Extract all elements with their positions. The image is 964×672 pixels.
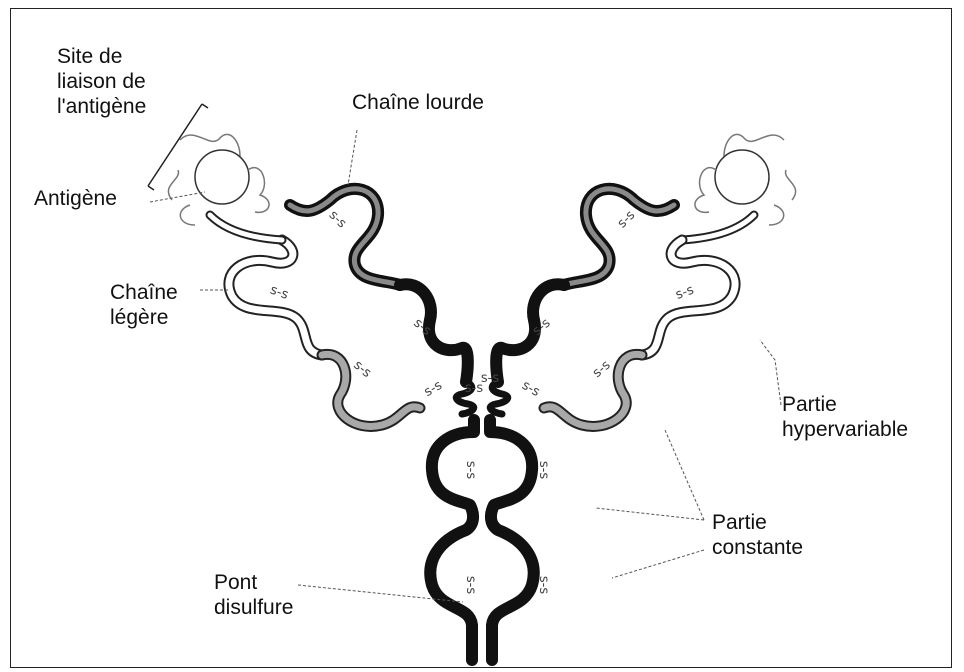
label-binding-site-line-1: Site de [57, 44, 146, 69]
leader-constant-3 [612, 550, 704, 578]
disulfide-bond-glyph: s-s [268, 283, 290, 303]
leader-constant-1 [665, 430, 704, 520]
left-light-chain [210, 215, 420, 426]
label-constant-line-1: Partie [712, 510, 803, 535]
label-binding-site-line-3: l'antigène [57, 94, 146, 119]
disulfide-bond-glyph: s-s [422, 378, 445, 400]
disulfide-bond-glyph: s-s [481, 371, 499, 386]
label-disulfide-line-2: disulfure [214, 595, 293, 620]
leader-heavy-chain [348, 130, 357, 185]
label-constant-line-2: constante [712, 535, 803, 560]
disulfide-bond-glyph: s-s [350, 358, 374, 381]
disulfide-bond-glyph: s-s [615, 208, 639, 232]
label-binding-site-line-2: liaison de [57, 69, 146, 94]
label-hypervariable-line-1: Partie [782, 392, 908, 417]
disulfide-bonds: s-ss-ss-ss-ss-ss-ss-ss-ss-ss-ss-ss-ss-ss… [268, 208, 696, 595]
leader-hypervariable [760, 340, 781, 405]
label-disulfide-line-1: Pont [214, 570, 293, 595]
label-binding-site: Site de liaison de l'antigène [57, 44, 146, 119]
leader-constant-2 [596, 508, 704, 520]
label-heavy-chain: Chaîne lourde [352, 90, 484, 115]
disulfide-bond-glyph: s-s [465, 381, 483, 396]
label-antigen: Antigène [34, 186, 117, 211]
disulfide-bond-glyph: s-s [536, 576, 551, 594]
left-antigen [168, 134, 269, 225]
disulfide-bond-glyph: s-s [463, 576, 478, 594]
right-light-chain [544, 215, 754, 426]
label-constant: Partie constante [712, 510, 803, 560]
disulfide-bond-glyph: s-s [463, 461, 478, 479]
disulfide-bond-glyph: s-s [590, 358, 614, 381]
leader-antigen [150, 192, 205, 202]
disulfide-bond-glyph: s-s [326, 208, 350, 232]
disulfide-bond-glyph: s-s [674, 282, 696, 302]
label-hypervariable-line-2: hypervariable [782, 417, 908, 442]
disulfide-bond-glyph: s-s [519, 378, 542, 400]
label-disulfide-bridge: Pont disulfure [214, 570, 293, 620]
label-light-chain: Chaîne légère [110, 280, 178, 330]
right-antigen [695, 134, 796, 225]
disulfide-bond-glyph: s-s [536, 461, 551, 479]
label-light-chain-line-1: Chaîne [110, 280, 178, 305]
label-light-chain-line-2: légère [110, 305, 178, 330]
label-hypervariable: Partie hypervariable [782, 392, 908, 442]
